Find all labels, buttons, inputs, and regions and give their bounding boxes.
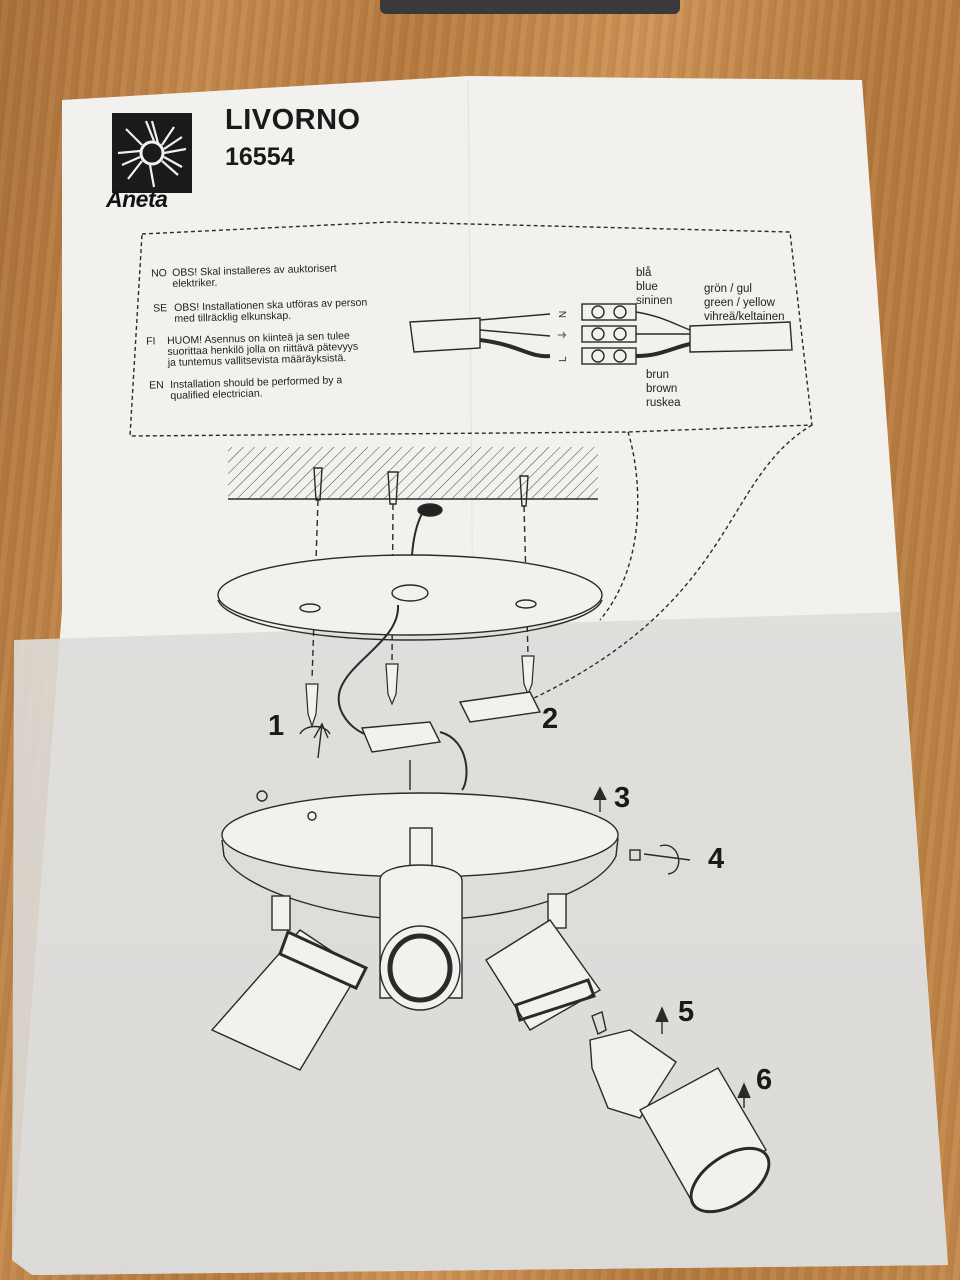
terminal-connectors <box>360 691 542 753</box>
terminal-l: L <box>558 356 569 362</box>
earth-wire-label: grön / gul green / yellow vihreä/keltain… <box>704 282 785 324</box>
terminal-n: N <box>558 311 569 318</box>
up-arrow-icon-6 <box>737 1082 751 1108</box>
terminal-earth: ⏚ <box>557 330 569 340</box>
up-arrow-icon-3 <box>593 786 607 812</box>
product-name: LIVORNO <box>225 104 361 136</box>
step-6: 6 <box>756 1064 773 1096</box>
lamp-shade <box>639 1067 771 1214</box>
label-line: blue <box>636 281 658 293</box>
rotate-arrow-icon-1 <box>299 722 331 759</box>
label-line: brown <box>646 383 678 395</box>
mains-cable-left <box>409 313 551 359</box>
screw-icon-4 <box>629 844 691 875</box>
label-line: blå <box>636 267 652 279</box>
gu10-bulb <box>589 1011 677 1119</box>
wall-plugs <box>313 467 529 507</box>
step-3: 3 <box>614 782 631 814</box>
ceiling-hatch <box>228 447 598 499</box>
up-arrow-icon-5 <box>655 1006 669 1034</box>
product-code: 16554 <box>225 143 295 171</box>
step-2: 2 <box>542 703 559 735</box>
screw-head-icon <box>256 790 268 802</box>
center-spotlight <box>379 827 463 1011</box>
screws <box>305 655 535 728</box>
step-5: 5 <box>678 996 695 1028</box>
mounting-plate <box>217 554 603 641</box>
label-line: vihreä/keltainen <box>704 311 785 323</box>
blue-wire-label: blå blue sininen <box>636 266 672 308</box>
terminal-labels: N ⏚ L <box>557 311 569 362</box>
step-4: 4 <box>708 843 725 875</box>
brown-wire-label: brun brown ruskea <box>646 368 681 410</box>
callout-dashed-line <box>599 431 639 621</box>
box-edge <box>380 0 680 14</box>
right-spotlight <box>485 893 602 1031</box>
aneta-logo-icon <box>112 113 192 193</box>
label-line: grön / gul <box>704 283 752 295</box>
lamp-cable-right <box>635 311 793 358</box>
brand-logo-text: Aneta <box>106 186 168 212</box>
step-1: 1 <box>268 710 285 742</box>
terminal-block <box>581 303 637 365</box>
label-line: sininen <box>636 295 673 307</box>
label-line: ruskea <box>646 397 681 409</box>
label-line: green / yellow <box>704 297 775 309</box>
left-spotlight <box>210 895 369 1071</box>
callout-dashed-line-2 <box>529 424 813 701</box>
label-line: brun <box>646 369 670 381</box>
